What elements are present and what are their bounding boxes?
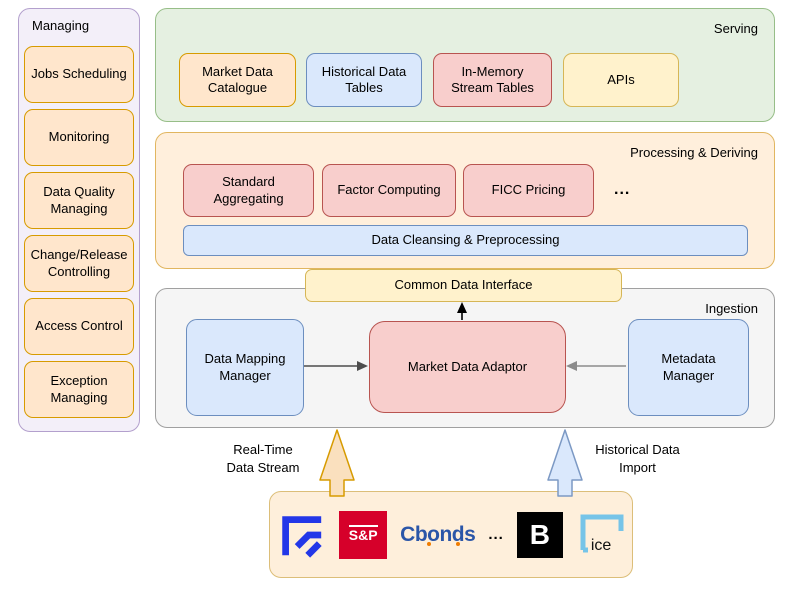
node-historical-data-tables: Historical Data Tables <box>306 53 422 107</box>
bloomberg-logo-icon: B <box>516 511 563 558</box>
node-metadata-manager: Metadata Manager <box>628 319 749 416</box>
node-market-data-catalogue: Market Data Catalogue <box>179 53 296 107</box>
data-sources-box: S&P Cbonds ... B ice <box>269 491 633 578</box>
node-jobs-scheduling: Jobs Scheduling <box>24 46 134 103</box>
node-factor-computing: Factor Computing <box>322 164 456 217</box>
sources-ellipsis: ... <box>488 526 504 543</box>
arrow-historical-import <box>547 429 583 497</box>
node-monitoring: Monitoring <box>24 109 134 166</box>
cbonds-text: Cbonds <box>400 522 476 546</box>
processing-ellipsis: ... <box>614 181 631 198</box>
cbonds-dot-icon <box>456 541 461 546</box>
arrow-realtime-stream <box>319 429 355 497</box>
cbonds-logo: Cbonds <box>400 522 476 547</box>
ingestion-title: Ingestion <box>705 301 758 316</box>
node-market-data-adaptor: Market Data Adaptor <box>369 321 566 413</box>
node-ficc-pricing: FICC Pricing <box>463 164 594 217</box>
serving-title: Serving <box>713 21 758 36</box>
sp-global-text: S&P <box>348 525 378 544</box>
processing-title: Processing & Deriving <box>630 145 758 160</box>
sp-global-logo-icon: S&P <box>339 510 388 559</box>
label-historical-data-import: Historical Data Import <box>595 442 680 475</box>
node-access-control: Access Control <box>24 298 134 355</box>
serving-panel: Serving Market Data Catalogue Historical… <box>155 8 775 122</box>
node-change-release-controlling: Change/Release Controlling <box>24 235 134 292</box>
ice-bracket-icon <box>580 514 624 552</box>
node-common-data-interface: Common Data Interface <box>305 269 622 302</box>
processing-panel: Processing & Deriving Standard Aggregati… <box>155 132 775 269</box>
managing-title: Managing <box>32 18 90 33</box>
node-apis: APIs <box>563 53 679 107</box>
refinitiv-logo-icon <box>282 515 322 558</box>
node-exception-managing: Exception Managing <box>24 361 134 418</box>
node-data-quality-managing: Data Quality Managing <box>24 172 134 229</box>
cbonds-dot-icon <box>427 541 432 546</box>
managing-panel: Managing Jobs Scheduling Monitoring Data… <box>18 8 140 432</box>
ice-logo: ice <box>576 510 626 560</box>
node-data-cleansing-preprocessing: Data Cleansing & Preprocessing <box>183 225 748 256</box>
ingestion-panel: Ingestion Data Mapping Manager Market Da… <box>155 288 775 428</box>
managing-items: Jobs Scheduling Monitoring Data Quality … <box>24 46 134 418</box>
node-in-memory-stream-tables: In-Memory Stream Tables <box>433 53 552 107</box>
label-realtime-data-stream: Real-Time Data Stream <box>226 442 300 475</box>
node-standard-aggregating: Standard Aggregating <box>183 164 314 217</box>
node-data-mapping-manager: Data Mapping Manager <box>186 319 304 416</box>
ice-text: ice <box>590 536 612 554</box>
bloomberg-text: B <box>529 518 550 550</box>
